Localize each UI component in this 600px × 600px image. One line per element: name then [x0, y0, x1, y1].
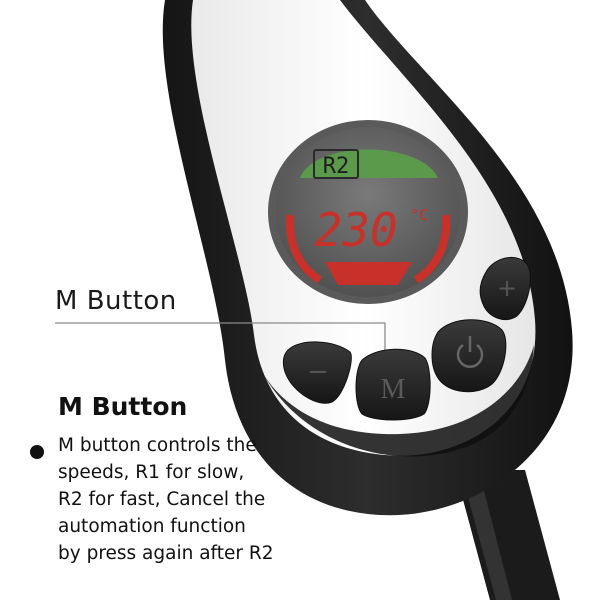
bullet-icon	[30, 445, 44, 459]
m-button[interactable]: M	[355, 348, 431, 421]
mode-band	[300, 149, 438, 178]
m-button-label: M	[381, 374, 406, 405]
description-line: speeds, R1 for slow,	[58, 462, 245, 483]
temperature-value: 230	[314, 203, 397, 257]
info-description: M button controls the speeds, R1 for slo…	[58, 432, 298, 567]
callout-line	[55, 322, 386, 350]
handle	[455, 470, 560, 600]
heat-arc-left	[285, 214, 323, 284]
plus-icon: +	[497, 274, 517, 302]
lcd-display: R2 230 °C	[268, 120, 468, 304]
description-line: R2 for fast, Cancel the	[58, 489, 266, 510]
description-line: automation function	[58, 516, 246, 537]
plus-button[interactable]: +	[479, 257, 531, 320]
minus-button[interactable]: −	[282, 341, 352, 404]
description-line: M button controls the	[58, 435, 257, 456]
description-line: by press again after R2	[58, 543, 274, 564]
temperature-unit: °C	[410, 206, 428, 224]
heat-arc-bottom	[325, 262, 412, 285]
heat-arc-right	[413, 214, 451, 284]
callout-label: M Button	[55, 286, 177, 316]
power-icon	[456, 336, 484, 368]
mode-indicator: R2	[323, 154, 350, 179]
info-heading: M Button	[58, 392, 188, 421]
power-button[interactable]	[431, 319, 507, 393]
minus-icon: −	[307, 357, 329, 387]
